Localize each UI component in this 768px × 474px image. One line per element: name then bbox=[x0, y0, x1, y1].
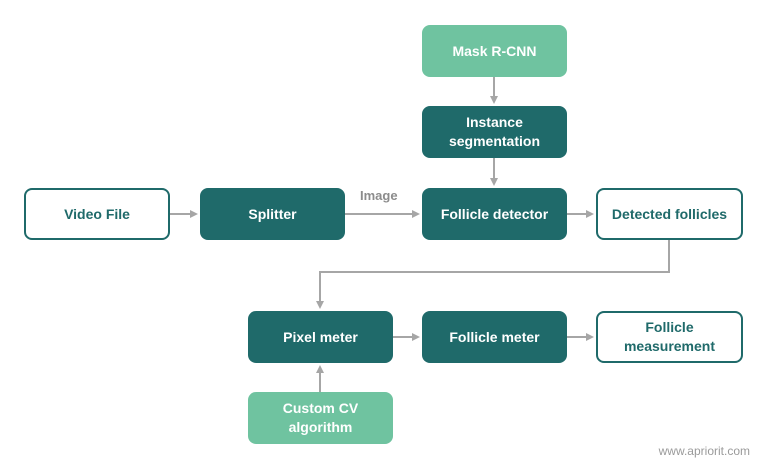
node-detected-follicles: Detected follicles bbox=[596, 188, 743, 240]
watermark: www.apriorit.com bbox=[658, 444, 750, 458]
node-video-file: Video File bbox=[24, 188, 170, 240]
node-pixel-meter: Pixel meter bbox=[248, 311, 393, 363]
node-follicle-detector-label: Follicle detector bbox=[440, 205, 549, 222]
node-video-file-label: Video File bbox=[64, 205, 130, 222]
node-custom-cv-line1: Custom CV bbox=[282, 400, 359, 416]
node-splitter-label: Splitter bbox=[248, 205, 297, 222]
node-custom-cv-algorithm-label: Custom CV algorithm bbox=[283, 399, 358, 437]
node-splitter: Splitter bbox=[200, 188, 345, 240]
node-follicle-detector: Follicle detector bbox=[422, 188, 567, 240]
node-instance-segmentation-label: Instance segmentation bbox=[449, 113, 540, 151]
node-instance-segmentation-line1: Instance bbox=[466, 114, 523, 130]
node-detected-follicles-label: Detected follicles bbox=[611, 205, 728, 222]
node-follicle-meter: Follicle meter bbox=[422, 311, 567, 363]
node-follicle-measurement-line1: Follicle bbox=[645, 319, 694, 335]
node-follicle-measurement: Follicle measurement bbox=[596, 311, 743, 363]
node-follicle-measurement-label: Follicle measurement bbox=[624, 318, 715, 356]
node-follicle-meter-label: Follicle meter bbox=[449, 328, 540, 345]
node-instance-segmentation: Instance segmentation bbox=[422, 106, 567, 158]
arrow-detected-to-pixel-meter bbox=[316, 240, 670, 309]
node-mask-rcnn: Mask R-CNN bbox=[422, 25, 567, 77]
node-pixel-meter-label: Pixel meter bbox=[283, 328, 358, 345]
node-mask-rcnn-label: Mask R-CNN bbox=[452, 42, 537, 59]
node-instance-segmentation-line2: segmentation bbox=[448, 133, 540, 149]
edge-label-image: Image bbox=[360, 188, 398, 203]
node-follicle-measurement-line2: measurement bbox=[623, 338, 716, 354]
node-custom-cv-line2: algorithm bbox=[288, 419, 353, 435]
node-custom-cv-algorithm: Custom CV algorithm bbox=[248, 392, 393, 444]
